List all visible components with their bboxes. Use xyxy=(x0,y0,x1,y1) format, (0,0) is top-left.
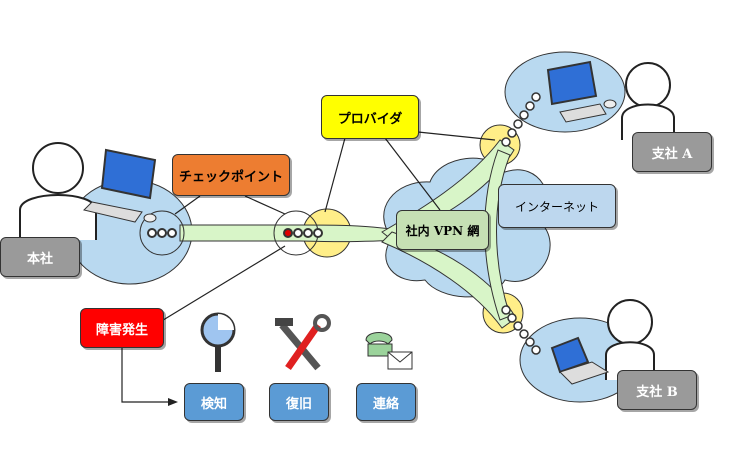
checkpoint-hq xyxy=(139,210,185,256)
phone-mail-icon xyxy=(365,332,413,370)
vpn-tube-branch-b xyxy=(381,231,517,329)
magnifier-icon xyxy=(200,312,236,372)
provider-label: プロバイダ xyxy=(321,95,419,139)
internet-label: インターネット xyxy=(498,184,616,228)
laptop-icon xyxy=(550,336,610,385)
hq-label: 本社 xyxy=(0,237,80,277)
branch-b-label: 支社 B xyxy=(617,370,697,410)
recover-label: 復旧 xyxy=(269,383,329,421)
contact-label: 連絡 xyxy=(356,383,416,421)
computer-icon xyxy=(83,148,157,223)
branch-a-port-chain xyxy=(501,92,541,147)
computer-icon xyxy=(546,60,617,123)
branch-a-label: 支社 A xyxy=(632,132,712,172)
person-icon xyxy=(19,142,97,240)
checkpoint-failure xyxy=(273,210,323,256)
checkpoint-label: チェックポイント xyxy=(172,154,290,196)
person-icon xyxy=(621,62,675,140)
connector-lines xyxy=(154,131,496,326)
failure-label: 障害発生 xyxy=(80,308,164,348)
failure-arrow xyxy=(121,348,178,406)
branch-b-port-chain xyxy=(501,305,541,355)
detect-label: 検知 xyxy=(184,383,244,421)
vpn-label: 社内 VPN 網 xyxy=(396,210,489,250)
tools-icon xyxy=(275,314,331,371)
